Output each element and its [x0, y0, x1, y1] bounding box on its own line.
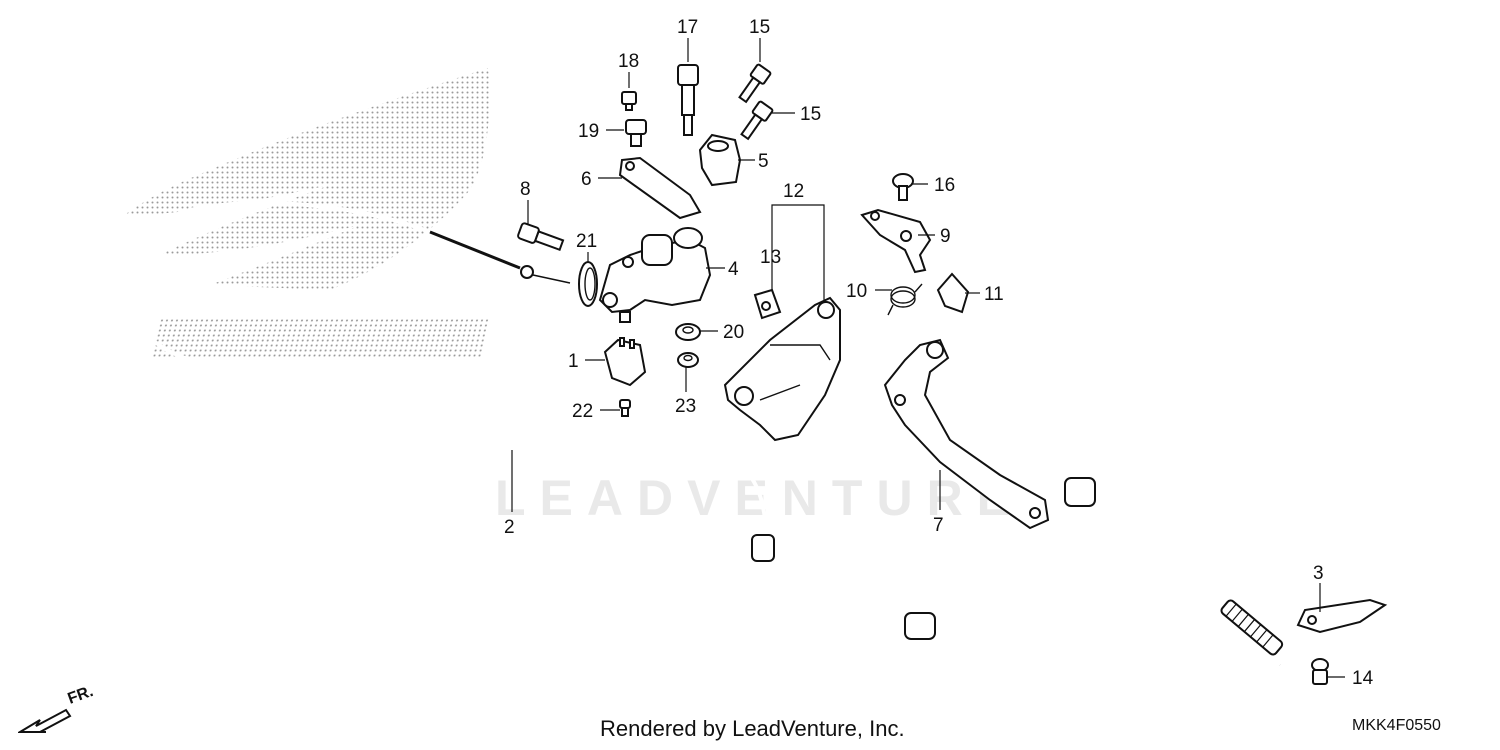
adjuster-8 — [517, 222, 565, 252]
bolt-17 — [677, 64, 699, 136]
callout-12: 12 — [783, 181, 804, 202]
nut-21 — [578, 261, 598, 307]
callout-16: 16 — [934, 175, 955, 196]
plate-6 — [618, 156, 702, 220]
clip-13 — [753, 288, 782, 320]
callout-3: 3 — [1313, 563, 1324, 584]
callout-1: 1 — [568, 351, 579, 372]
spring-10 — [887, 283, 923, 316]
screw-18 — [621, 91, 637, 111]
honda-logo-lettering — [151, 318, 490, 358]
callout-19: 19 — [578, 121, 599, 142]
callout-4: 4 — [728, 259, 739, 280]
callout-14: 14 — [1352, 668, 1374, 689]
bolt-16 — [892, 173, 914, 201]
bolt-19 — [625, 119, 647, 147]
render-credit: Rendered by LeadVenture, Inc. — [600, 716, 905, 741]
front-direction-label: FR. — [66, 683, 96, 708]
diagram-code: MKK4F0550 — [1352, 717, 1441, 734]
lever-7 — [883, 338, 1050, 530]
callout-8: 8 — [520, 179, 531, 200]
cable-bracket-3 — [1296, 598, 1388, 634]
holder-5 — [698, 133, 742, 187]
callout-2: 2 — [504, 517, 515, 538]
callout-20: 20 — [723, 322, 744, 343]
callout-labels: 1 2 3 4 5 6 7 8 9 10 11 12 13 14 15 15 1… — [504, 17, 1374, 689]
clutch-cable — [130, 201, 1284, 667]
callout-7: 7 — [933, 515, 944, 536]
bolt-15-a — [738, 63, 772, 104]
bracket-12 — [723, 296, 841, 442]
callout-15-top: 15 — [749, 17, 770, 38]
honda-wing-logo — [125, 68, 490, 358]
callout-9: 9 — [940, 226, 951, 247]
callout-6: 6 — [581, 169, 592, 190]
callout-22: 22 — [572, 401, 593, 422]
washer-20 — [675, 323, 701, 341]
callout-23: 23 — [675, 396, 696, 417]
callout-5: 5 — [758, 151, 769, 172]
screw-22 — [619, 399, 631, 417]
front-arrow-icon: FR. — [18, 683, 96, 733]
callout-17: 17 — [677, 17, 698, 38]
callout-10: 10 — [846, 281, 867, 302]
plate-9 — [860, 208, 932, 274]
callout-21: 21 — [576, 231, 597, 252]
callout-11: 11 — [984, 284, 1004, 305]
bolt-15-b — [740, 100, 774, 141]
switch-1 — [603, 337, 647, 387]
pad-11 — [936, 272, 970, 314]
callout-18: 18 — [618, 51, 639, 72]
leader-lines — [511, 38, 1345, 678]
lever-bracket-4 — [598, 227, 712, 323]
callout-15-lower: 15 — [800, 104, 821, 125]
bolt-14 — [1311, 658, 1329, 685]
washer-23 — [677, 352, 699, 368]
callout-13: 13 — [760, 247, 781, 268]
